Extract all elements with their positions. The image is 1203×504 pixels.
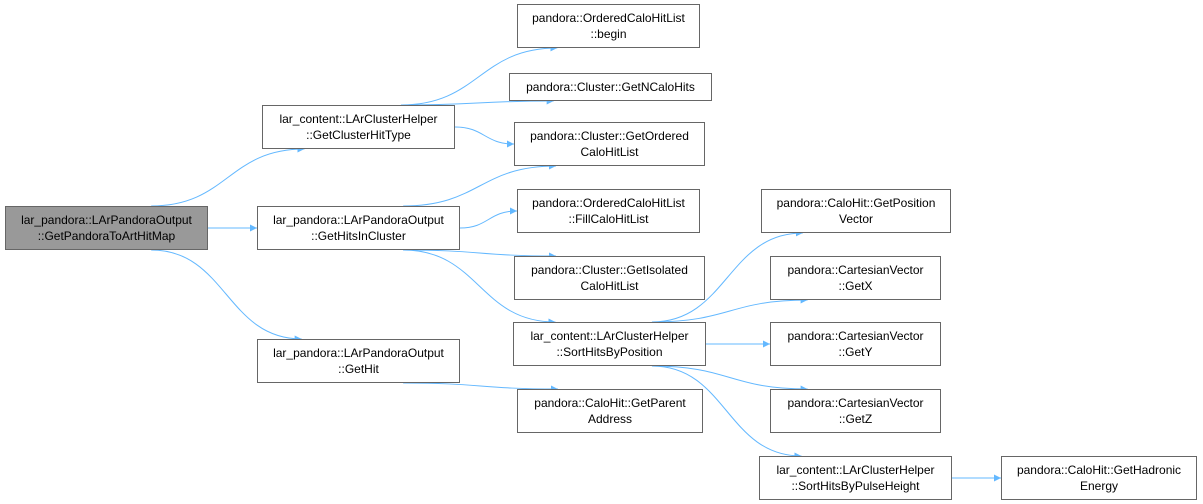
node-calo-hit-get-parent-address-line-1: pandora::CaloHit::GetParent (534, 396, 686, 410)
node-get-hits-in-cluster-line-2: ::GetHitsInCluster (311, 229, 406, 243)
edge-get-hits-in-cluster-to-ordered-calo-hit-list-fill (459, 207, 518, 229)
node-cartesian-vector-get-y-line-1: pandora::CartesianVector (787, 329, 924, 343)
node-cluster-get-ordered-calo-hit-list[interactable]: pandora::Cluster::GetOrdered CaloHitList (514, 122, 705, 166)
edge-sort-hits-by-position-to-sort-hits-by-pulse-height (651, 365, 802, 460)
node-get-cluster-hit-type-line-1: lar_content::LArClusterHelper (279, 112, 438, 126)
edge-get-hits-in-cluster-to-sort-hits-by-position (403, 249, 556, 326)
node-root-line-2: ::GetPandoraToArtHitMap (37, 229, 176, 243)
node-cluster-get-n-calo-hits-line-1: pandora::Cluster::GetNCaloHits (526, 80, 695, 94)
node-get-hits-in-cluster-line-1: lar_pandora::LArPandoraOutput (273, 213, 444, 227)
node-root-line-1: lar_pandora::LArPandoraOutput (21, 213, 192, 227)
node-calo-hit-get-hadronic-energy-line-1: pandora::CaloHit::GetHadronic (1016, 463, 1182, 477)
node-get-hits-in-cluster[interactable]: lar_pandora::LArPandoraOutput ::GetHitsI… (257, 206, 460, 250)
node-cartesian-vector-get-y[interactable]: pandora::CartesianVector ::GetY (770, 322, 941, 366)
edge-get-cluster-hit-type-to-ordered-calo-hit-list-begin (400, 44, 558, 106)
node-root: lar_pandora::LArPandoraOutput ::GetPando… (5, 206, 208, 250)
node-calo-hit-get-hadronic-energy[interactable]: pandora::CaloHit::GetHadronic Energy (1001, 456, 1197, 500)
node-get-hit-line-2: ::GetHit (338, 362, 379, 376)
node-calo-hit-get-position-vector[interactable]: pandora::CaloHit::GetPosition Vector (761, 189, 951, 233)
node-cartesian-vector-get-x-line-1: pandora::CartesianVector (787, 263, 924, 277)
edge-root-to-get-cluster-hit-type (151, 145, 305, 207)
edge-get-cluster-hit-type-to-cluster-get-n-calo-hits (400, 97, 554, 106)
node-cluster-get-isolated-calo-hit-list-line-1: pandora::Cluster::GetIsolated (531, 263, 688, 277)
node-calo-hit-get-parent-address[interactable]: pandora::CaloHit::GetParent Address (517, 389, 703, 433)
edge-get-cluster-hit-type-to-cluster-get-ordered-calo-hit-list (454, 126, 515, 148)
edge-sort-hits-by-position-to-cartesian-vector-get-x (651, 296, 808, 323)
node-ordered-calo-hit-list-fill-line-1: pandora::OrderedCaloHitList (532, 196, 685, 210)
node-ordered-calo-hit-list-begin[interactable]: pandora::OrderedCaloHitList ::begin (517, 4, 700, 48)
node-calo-hit-get-hadronic-energy-line-2: Energy (1079, 479, 1119, 493)
node-cluster-get-n-calo-hits[interactable]: pandora::Cluster::GetNCaloHits (509, 73, 712, 101)
node-get-cluster-hit-type[interactable]: lar_content::LArClusterHelper ::GetClust… (262, 105, 455, 149)
edge-sort-hits-by-position-to-cartesian-vector-get-z (651, 365, 808, 393)
node-ordered-calo-hit-list-fill[interactable]: pandora::OrderedCaloHitList ::FillCaloHi… (517, 189, 700, 233)
node-get-hit-line-1: lar_pandora::LArPandoraOutput (273, 346, 444, 360)
node-cluster-get-ordered-calo-hit-list-line-2: CaloHitList (580, 145, 639, 159)
node-calo-hit-get-position-vector-line-2: Vector (838, 212, 874, 226)
node-cartesian-vector-get-z[interactable]: pandora::CartesianVector ::GetZ (770, 389, 941, 433)
node-sort-hits-by-position-line-1: lar_content::LArClusterHelper (530, 329, 689, 343)
node-get-cluster-hit-type-line-2: ::GetClusterHitType (306, 128, 411, 142)
node-cluster-get-isolated-calo-hit-list-line-2: CaloHitList (580, 279, 639, 293)
node-ordered-calo-hit-list-fill-line-2: ::FillCaloHitList (568, 212, 649, 226)
node-cluster-get-ordered-calo-hit-list-line-1: pandora::Cluster::GetOrdered (530, 129, 689, 143)
node-sort-hits-by-position[interactable]: lar_content::LArClusterHelper ::SortHits… (513, 322, 706, 366)
node-cartesian-vector-get-x-line-2: ::GetX (838, 279, 873, 293)
node-calo-hit-get-position-vector-line-1: pandora::CaloHit::GetPosition (776, 196, 936, 210)
node-get-hit[interactable]: lar_pandora::LArPandoraOutput ::GetHit (257, 339, 460, 383)
node-sort-hits-by-position-line-2: ::SortHitsByPosition (556, 345, 663, 359)
node-cartesian-vector-get-z-line-1: pandora::CartesianVector (787, 396, 924, 410)
edge-root-to-get-hit (151, 249, 302, 343)
node-calo-hit-get-parent-address-line-2: Address (587, 412, 633, 426)
edge-get-hits-in-cluster-to-cluster-get-ordered-calo-hit-list (403, 162, 557, 207)
node-ordered-calo-hit-list-begin-line-2: ::begin (590, 27, 627, 41)
node-cartesian-vector-get-y-line-2: ::GetY (838, 345, 873, 359)
edge-get-hit-to-calo-hit-get-parent-address (403, 382, 558, 393)
node-sort-hits-by-pulse-height-line-2: ::SortHitsByPulseHeight (791, 479, 920, 493)
node-cluster-get-isolated-calo-hit-list[interactable]: pandora::Cluster::GetIsolated CaloHitLis… (514, 256, 705, 300)
node-sort-hits-by-pulse-height-line-1: lar_content::LArClusterHelper (776, 463, 935, 477)
node-ordered-calo-hit-list-begin-line-1: pandora::OrderedCaloHitList (532, 11, 685, 25)
node-sort-hits-by-pulse-height[interactable]: lar_content::LArClusterHelper ::SortHits… (759, 456, 952, 500)
node-cartesian-vector-get-z-line-2: ::GetZ (838, 412, 873, 426)
edge-sort-hits-by-position-to-calo-hit-get-position-vector (651, 229, 803, 323)
node-cartesian-vector-get-x[interactable]: pandora::CartesianVector ::GetX (770, 256, 941, 300)
edge-get-hits-in-cluster-to-cluster-get-isolated-calo-hit-list (403, 249, 557, 260)
